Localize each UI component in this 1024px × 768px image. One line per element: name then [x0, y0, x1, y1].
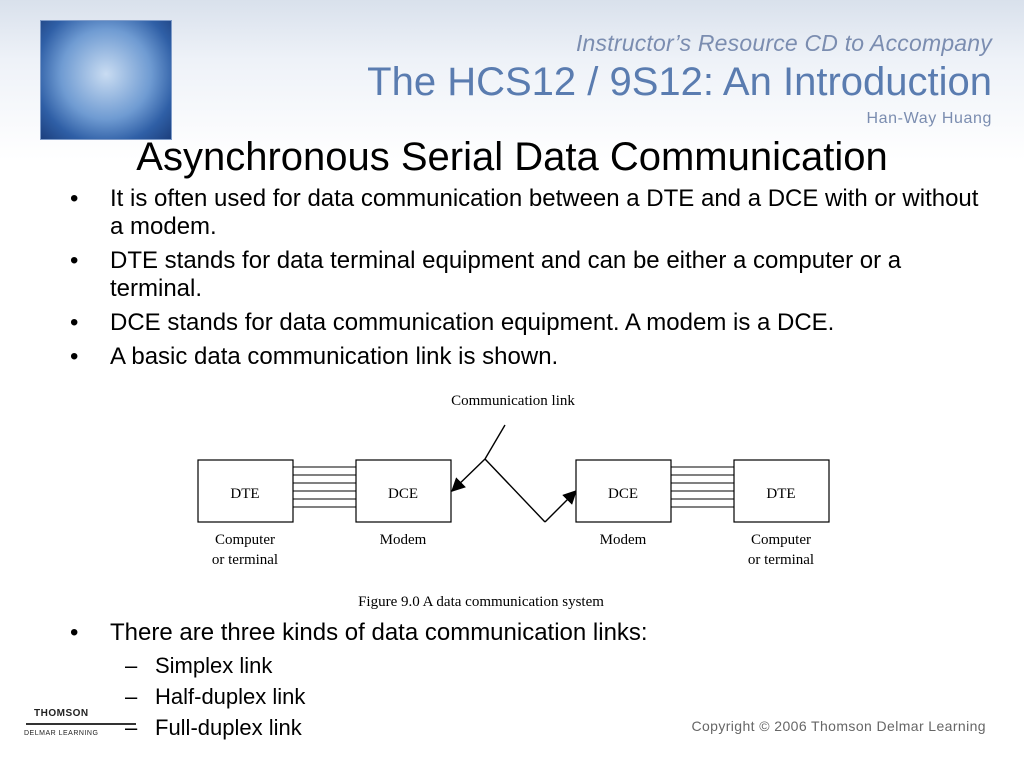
communication-system-diagram: Communication link DTE DCE DCE DTE Compu… — [197, 393, 830, 610]
right-dte-caption-2: or terminal — [748, 552, 814, 568]
header-author: Han-Way Huang — [866, 110, 992, 127]
sub-item-text: Full-duplex link — [155, 715, 302, 740]
slide-title: Asynchronous Serial Data Communication — [136, 135, 888, 179]
bullet-text: It is often used for data communication … — [110, 185, 979, 240]
link-types-list: –Simplex link –Half-duplex link –Full-du… — [110, 650, 970, 743]
bullet-marker: • — [70, 619, 79, 646]
bullet-item: • A basic data communication link is show… — [70, 343, 990, 371]
publisher-logo-rule — [26, 723, 136, 725]
dash-marker: – — [125, 653, 138, 678]
link-wave-left — [450, 458, 486, 492]
bullet-item: • It is often used for data communication… — [70, 185, 990, 241]
bullet-text: There are three kinds of data communicat… — [110, 619, 648, 646]
publisher-logo: THOMSON DELMAR LEARNING — [22, 706, 136, 742]
bullet-item: • DTE stands for data terminal equipment … — [70, 247, 990, 303]
link-wave-mid — [484, 458, 546, 523]
bullet-marker: • — [70, 185, 79, 212]
left-dce-caption: Modem — [380, 532, 427, 548]
publisher-name: THOMSON — [34, 708, 89, 719]
dash-marker: – — [125, 715, 138, 740]
bullet-item: • DCE stands for data communication equip… — [70, 309, 990, 337]
link-wave-right — [544, 490, 577, 523]
book-cover-image — [40, 20, 172, 140]
dte-box-right-label: DTE — [766, 486, 795, 502]
bullet-text: DCE stands for data communication equipm… — [110, 309, 835, 336]
dte-box-right — [733, 459, 830, 523]
copyright-notice: Copyright © 2006 Thomson Delmar Learning — [691, 718, 986, 734]
sub-item: –Half-duplex link — [110, 681, 970, 712]
sub-item: –Simplex link — [110, 650, 970, 681]
link-label: Communication link — [451, 393, 575, 409]
publisher-imprint: DELMAR LEARNING — [24, 730, 99, 737]
links-bullet-list: • There are three kinds of data communic… — [70, 618, 970, 743]
dte-box-left-label: DTE — [230, 486, 259, 502]
header-book-title: The HCS12 / 9S12: An Introduction — [367, 60, 992, 104]
dce-box-left — [355, 459, 452, 523]
bullet-text: DTE stands for data terminal equipment a… — [110, 247, 902, 302]
right-dce-caption: Modem — [600, 532, 647, 548]
dce-box-right-label: DCE — [608, 486, 638, 502]
sub-item-text: Half-duplex link — [155, 684, 306, 709]
cable-left — [293, 466, 356, 508]
dash-marker: – — [125, 684, 138, 709]
cable-right — [671, 466, 734, 508]
right-dte-caption-1: Computer — [751, 532, 811, 548]
bullet-item: • There are three kinds of data communic… — [70, 618, 970, 743]
link-pointer — [484, 424, 506, 460]
bullet-marker: • — [70, 343, 79, 370]
dce-box-right — [575, 459, 672, 523]
header-subtitle: Instructor’s Resource CD to Accompany — [575, 30, 992, 56]
dce-box-left-label: DCE — [388, 486, 418, 502]
figure-caption: Figure 9.0 A data communication system — [358, 594, 604, 610]
left-dte-caption-2: or terminal — [212, 552, 278, 568]
sub-item-text: Simplex link — [155, 653, 273, 678]
left-dte-caption-1: Computer — [215, 532, 275, 548]
sub-item: –Full-duplex link — [110, 712, 970, 743]
bullet-marker: • — [70, 309, 79, 336]
dte-box-left — [197, 459, 294, 523]
bullet-text: A basic data communication link is shown… — [110, 343, 559, 370]
bullet-marker: • — [70, 247, 79, 274]
bullet-list: • It is often used for data communication… — [70, 185, 990, 377]
